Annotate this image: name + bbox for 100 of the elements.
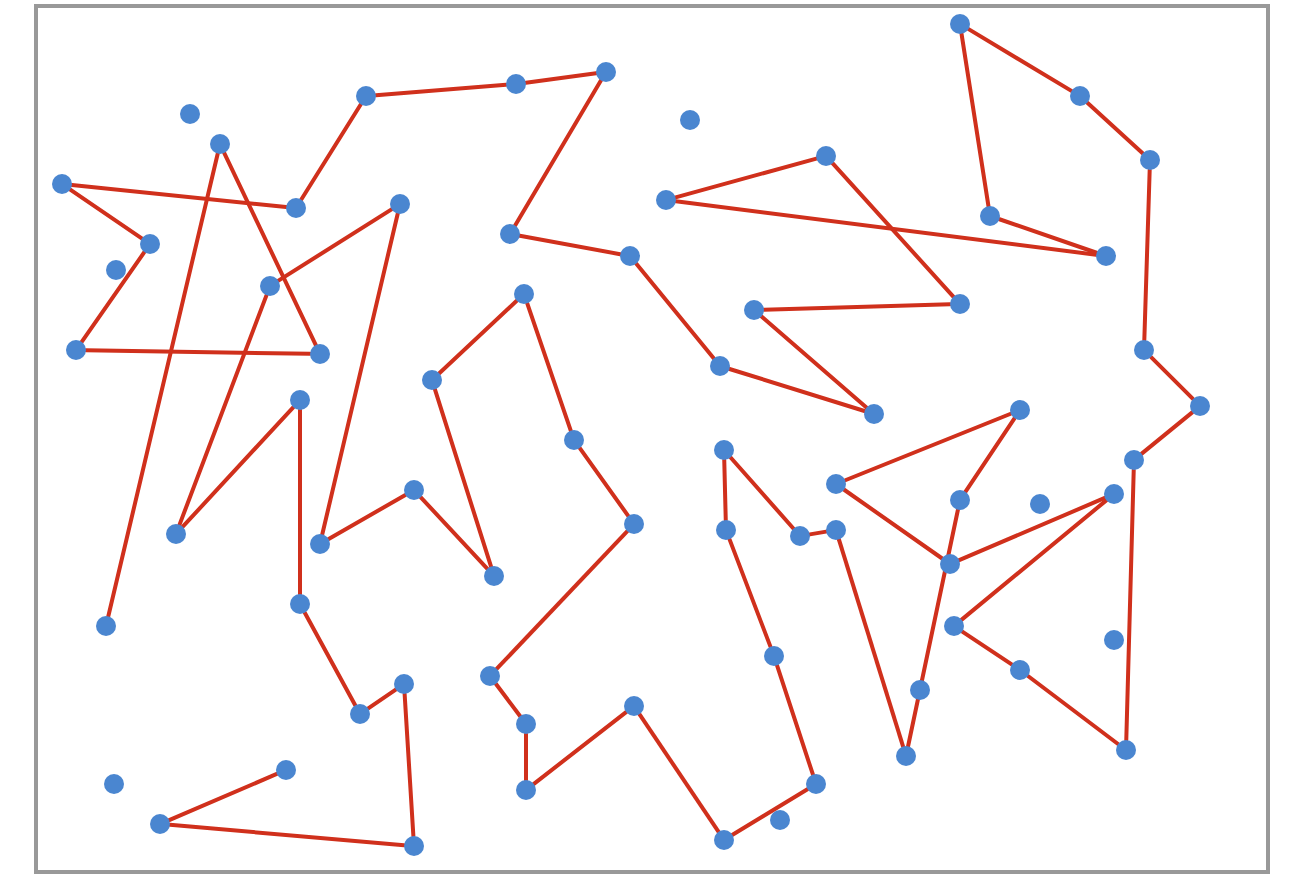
- point-dot: [564, 430, 584, 450]
- point-dot: [940, 554, 960, 574]
- point-dot: [620, 246, 640, 266]
- path-segment: [373, 82, 509, 98]
- path-segment: [69, 183, 289, 209]
- path-segment: [523, 71, 599, 85]
- point-dot: [714, 830, 734, 850]
- point-dot: [66, 340, 86, 360]
- point-dot: [1030, 494, 1050, 514]
- path-segment: [433, 387, 493, 569]
- point-dot: [1124, 450, 1144, 470]
- path-segment: [494, 682, 522, 718]
- path-segment: [963, 416, 1017, 494]
- point-dot: [506, 74, 526, 94]
- path-segment: [830, 161, 956, 299]
- point-dot: [1010, 660, 1030, 680]
- point-dot: [710, 356, 730, 376]
- path-segment: [524, 732, 528, 782]
- path-segment: [1124, 468, 1136, 742]
- point-dot: [770, 810, 790, 830]
- path-segment: [302, 610, 358, 708]
- point-dot: [714, 440, 734, 460]
- path-segment: [494, 529, 630, 671]
- path-segment: [775, 663, 815, 777]
- point-dot: [656, 190, 676, 210]
- path-segment: [577, 446, 631, 518]
- point-dot: [910, 680, 930, 700]
- point-dot: [276, 760, 296, 780]
- point-dot: [516, 780, 536, 800]
- point-dot: [140, 234, 160, 254]
- path-segment: [728, 455, 796, 531]
- point-dot: [1104, 630, 1124, 650]
- point-dot: [624, 514, 644, 534]
- point-dot: [350, 704, 370, 724]
- path-segment: [1139, 410, 1195, 456]
- path-segment: [906, 507, 960, 749]
- point-dot: [1010, 400, 1030, 420]
- point-dot: [104, 774, 124, 794]
- point-dot: [310, 534, 330, 554]
- path-segment: [1142, 168, 1152, 342]
- path-segment: [807, 529, 829, 537]
- path-segment: [722, 458, 728, 522]
- point-dot: [166, 524, 186, 544]
- point-dot: [1134, 340, 1154, 360]
- path-segment: [762, 302, 952, 312]
- point-dot: [680, 110, 700, 130]
- point-dot: [390, 194, 410, 214]
- path-segment: [1085, 100, 1145, 156]
- point-dot: [106, 260, 126, 280]
- point-dot: [950, 294, 970, 314]
- point-dot: [96, 616, 116, 636]
- point-dot: [790, 526, 810, 546]
- path-segment: [673, 199, 1099, 257]
- path-segment: [960, 629, 1014, 667]
- point-dot: [716, 520, 736, 540]
- path-segment: [418, 495, 490, 571]
- path-segment: [1149, 355, 1195, 401]
- path-segment: [517, 233, 623, 257]
- point-dot: [260, 276, 280, 296]
- point-dot: [52, 174, 72, 194]
- path-segment: [68, 187, 144, 241]
- point-dot: [180, 104, 200, 124]
- path-segment: [525, 301, 573, 433]
- path-segment: [959, 31, 991, 209]
- point-dot: [826, 520, 846, 540]
- point-dot: [1140, 150, 1160, 170]
- path-segment: [276, 207, 394, 283]
- path-segment: [966, 27, 1074, 93]
- point-dot: [286, 198, 306, 218]
- point-dot: [826, 474, 846, 494]
- path-segment: [634, 261, 716, 361]
- point-dot: [404, 480, 424, 500]
- point-dot: [980, 206, 1000, 226]
- point-dot: [816, 146, 836, 166]
- path-segment: [759, 314, 869, 410]
- point-dot: [1116, 740, 1136, 760]
- path-segment: [959, 498, 1109, 622]
- path-segment: [167, 771, 279, 823]
- point-dot: [514, 284, 534, 304]
- point-dot: [500, 224, 520, 244]
- point-dot: [422, 370, 442, 390]
- path-segment: [326, 493, 408, 541]
- path-segment: [673, 156, 819, 200]
- path-segment: [531, 710, 629, 786]
- path-segment: [298, 408, 302, 596]
- point-dot: [290, 594, 310, 614]
- path-segment: [513, 78, 603, 228]
- point-dot: [1104, 484, 1124, 504]
- path-segment: [180, 405, 296, 529]
- path-segment: [727, 367, 867, 413]
- path-segment: [222, 151, 318, 347]
- point-dot: [744, 300, 764, 320]
- point-dot: [290, 390, 310, 410]
- path-segment: [842, 487, 944, 561]
- point-dot: [806, 774, 826, 794]
- path-segment: [836, 537, 906, 749]
- point-dot: [944, 616, 964, 636]
- path-segment: [997, 217, 1099, 255]
- path-segment: [957, 495, 1107, 563]
- point-dot: [356, 86, 376, 106]
